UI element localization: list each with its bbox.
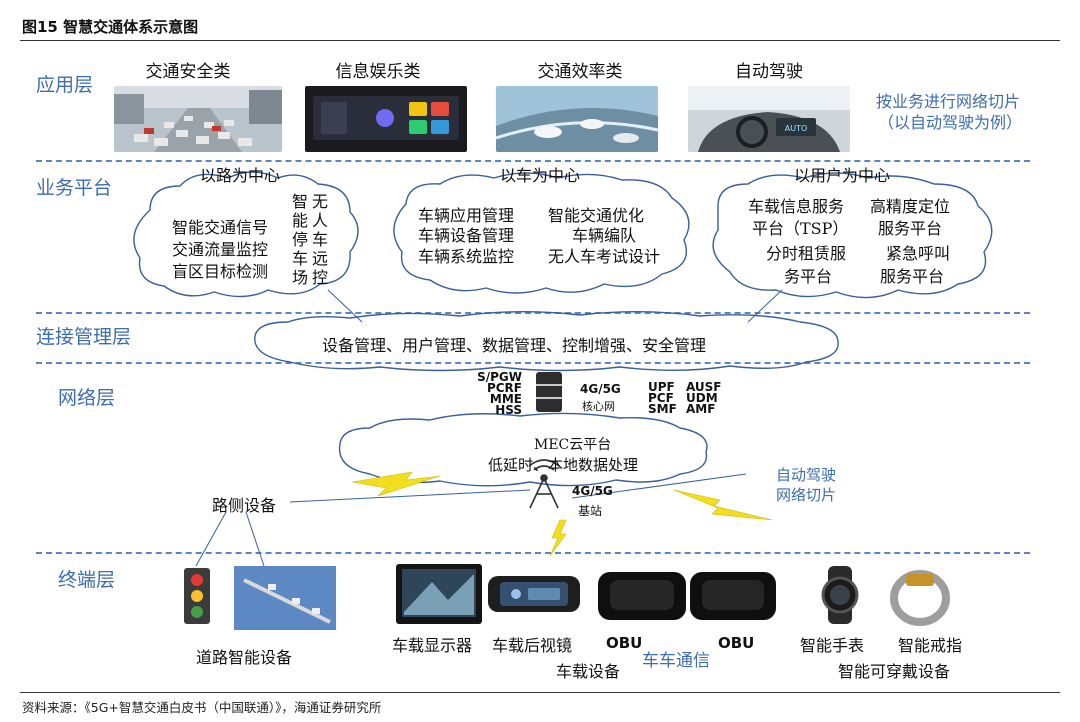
wearable-label: 智能可穿戴设备 <box>838 658 950 682</box>
car-center-title: 以车为中心 <box>500 162 580 186</box>
user-item-rental-1: 分时租赁服 <box>766 240 846 264</box>
obu-2-label: OBU <box>718 634 754 652</box>
smart-ring-icon <box>894 574 946 622</box>
smart-watch-icon <box>823 566 857 624</box>
server-icon <box>536 372 562 412</box>
remote-control-col: 无 人 车 远 控 <box>312 192 328 287</box>
user-item-rental-2: 务平台 <box>784 263 832 287</box>
road-item-2: 交通流量监控 <box>172 236 268 260</box>
slice-label-1: 自动驾驶 <box>776 464 836 485</box>
vehicle-display-photo <box>396 564 482 624</box>
smart-parking-col: 智 能 停 车 场 <box>292 192 308 287</box>
smart-ring-label: 智能戒指 <box>898 632 962 656</box>
core-network-label-1: 4G/5G <box>580 382 621 396</box>
user-item-positioning-1: 高精度定位 <box>870 193 950 217</box>
road-device-label: 道路智能设备 <box>196 644 292 668</box>
mec-platform-label: MEC云平台 <box>534 434 611 454</box>
obu-1-label: OBU <box>606 634 642 652</box>
core-network-label-2: 核心网 <box>582 398 615 414</box>
lightning-icons <box>352 472 772 556</box>
user-item-emergency-1: 紧急呼叫 <box>886 240 950 264</box>
vehicle-device-label: 车载设备 <box>556 658 620 682</box>
core-functions-right-b: AUSF UDM AMF <box>686 382 722 415</box>
roadside-pole-photo <box>234 566 336 630</box>
road-center-title: 以路为中心 <box>200 162 280 186</box>
car-left-3: 车辆系统监控 <box>418 243 514 267</box>
core-functions-left: S/PGW PCRF MME HSS <box>468 372 522 416</box>
base-station-label-2: 基站 <box>578 502 602 519</box>
source-note: 资料来源：《5G+智慧交通白皮书（中国联通）》，海通证券研究所 <box>22 697 381 716</box>
slice-label-2: 网络切片 <box>776 484 836 505</box>
vehicle-display-label: 车载显示器 <box>392 632 472 656</box>
bottom-rule <box>20 692 1060 693</box>
base-station-label-1: 4G/5G <box>572 484 613 498</box>
rearview-mirror-label: 车载后视镜 <box>492 632 572 656</box>
roadside-equipment-label: 路侧设备 <box>212 492 276 516</box>
road-item-3: 盲区目标检测 <box>172 258 268 282</box>
user-center-title: 以用户为中心 <box>794 162 890 186</box>
user-item-tsp-2: 平台（TSP） <box>752 215 848 239</box>
v2v-label: 车车通信 <box>642 646 710 671</box>
user-item-tsp-1: 车载信息服务 <box>748 193 844 217</box>
traffic-light-icon <box>184 568 210 624</box>
obu-device-1-photo <box>598 572 686 620</box>
core-functions-right-a: UPF PCF SMF <box>648 382 677 415</box>
car-right-3: 无人车考试设计 <box>548 243 660 267</box>
user-item-positioning-2: 服务平台 <box>878 215 942 239</box>
user-item-emergency-2: 服务平台 <box>880 263 944 287</box>
connection-functions: 设备管理、用户管理、数据管理、控制增强、安全管理 <box>322 332 706 356</box>
road-item-1: 智能交通信号 <box>172 214 268 238</box>
rearview-mirror-photo <box>488 576 580 612</box>
smart-watch-label: 智能手表 <box>800 632 864 656</box>
mec-description: 低延时、本地数据处理 <box>488 454 638 475</box>
obu-device-2-photo <box>690 572 776 620</box>
